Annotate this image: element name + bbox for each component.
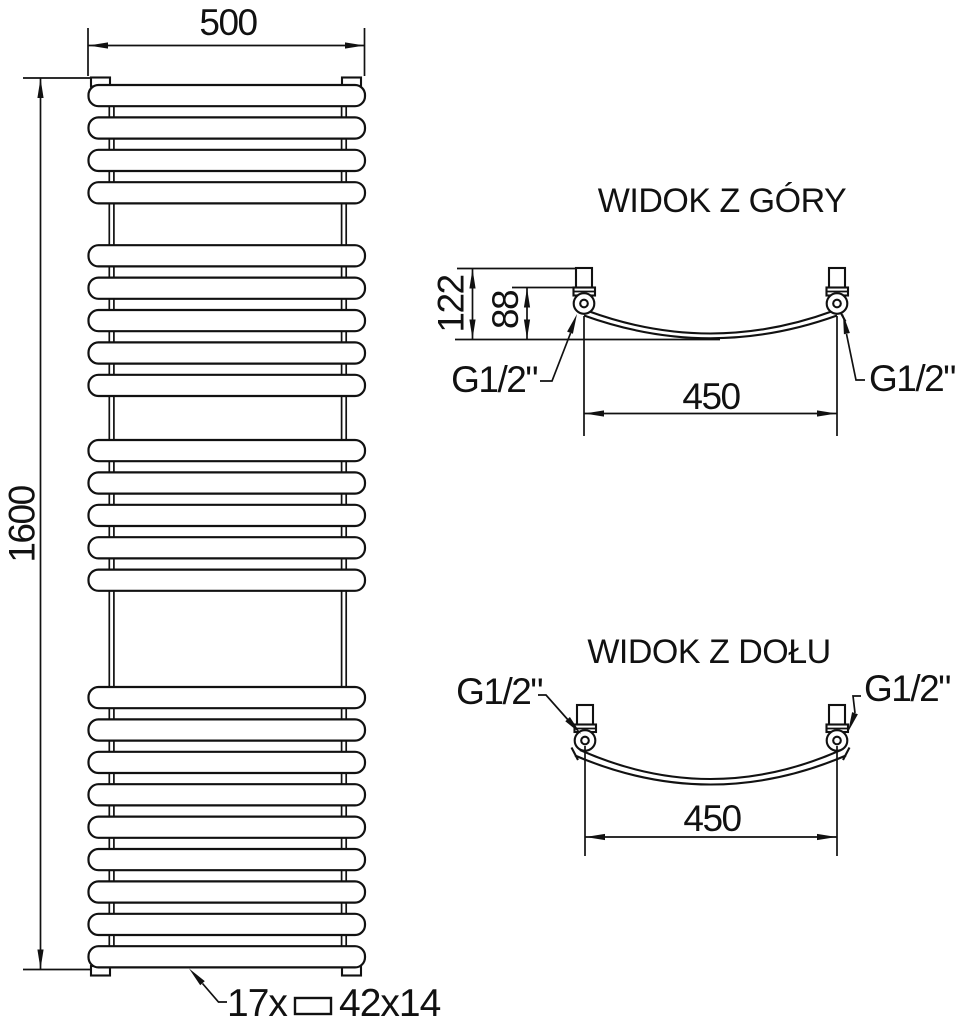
radiator-tube xyxy=(87,536,367,560)
arrowhead-icon xyxy=(523,319,531,339)
span-dim-text: 450 xyxy=(682,376,740,417)
tube-curve-line xyxy=(579,749,842,780)
arrowhead-icon xyxy=(817,410,837,417)
wall-bracket xyxy=(575,703,595,727)
radiator-tube xyxy=(87,244,367,268)
tube-count-text: 17x xyxy=(227,982,288,1024)
right-fitting-bottom xyxy=(825,703,850,752)
radiator-tube xyxy=(87,945,367,969)
radiator-tube xyxy=(87,341,367,365)
radiator-tube xyxy=(87,276,367,300)
arrowhead-icon xyxy=(345,42,365,49)
bottom-view: WIDOK Z DOŁU G1/2" xyxy=(456,633,952,856)
radiator-tube xyxy=(87,181,367,205)
arrowhead-icon xyxy=(523,288,531,308)
leader-line xyxy=(201,982,227,1003)
radiator-tube xyxy=(87,750,367,775)
arrowhead-icon xyxy=(567,314,577,334)
dim-axis-88: 88 xyxy=(485,286,575,339)
connection-size-text: G1/2" xyxy=(864,668,950,709)
leader-line xyxy=(845,333,865,381)
connection-size-text: G1/2" xyxy=(456,671,542,712)
tube-curve-line xyxy=(574,754,847,786)
radiator-tube xyxy=(87,718,367,742)
wall-bracket xyxy=(827,703,847,727)
tube-end-cap xyxy=(842,747,851,761)
connection-circle-inner xyxy=(579,298,589,309)
radiator-tube xyxy=(87,471,367,495)
right-connection-label-top: G1/2" xyxy=(843,314,957,399)
dim-span-450-bottom: 450 xyxy=(584,746,838,856)
depth-dim-text: 122 xyxy=(431,275,472,332)
span-dim-text: 450 xyxy=(683,798,741,839)
arrowhead-icon xyxy=(88,42,108,49)
left-fitting-bottom xyxy=(573,703,598,752)
arrowhead-icon xyxy=(817,833,837,841)
arrowhead-icon xyxy=(843,314,850,335)
arrowhead-icon xyxy=(37,949,44,969)
arrowhead-icon xyxy=(848,712,858,732)
radiator-tube xyxy=(87,912,367,937)
arrowhead-icon xyxy=(469,319,476,339)
top-view: WIDOK Z GÓRY xyxy=(431,182,957,436)
tube-curve-line xyxy=(583,314,838,340)
rect-profile-symbol-icon xyxy=(293,996,333,1016)
tube-profile-label: 17x 42x14 xyxy=(189,968,442,1024)
leader-line xyxy=(852,695,861,714)
bottom-view-title: WIDOK Z DOŁU xyxy=(587,633,830,671)
wall-bracket xyxy=(574,266,594,290)
dim-span-450-top: 450 xyxy=(583,316,838,436)
height-dim-text: 1600 xyxy=(2,485,43,562)
radiator-tube xyxy=(87,815,367,839)
leader-line xyxy=(538,694,570,722)
wall-bracket xyxy=(827,266,847,290)
left-connection-label-bottom: G1/2" xyxy=(456,671,581,734)
arrowhead-icon xyxy=(585,833,605,841)
arrowhead-icon xyxy=(189,968,205,986)
width-dim-text: 500 xyxy=(199,2,257,43)
dim-width-500: 500 xyxy=(87,2,366,76)
left-connection-label-top: G1/2" xyxy=(451,314,577,400)
radiator-tube xyxy=(87,568,367,592)
top-view-title: WIDOK Z GÓRY xyxy=(598,182,846,220)
arrowhead-icon xyxy=(37,78,44,98)
radiator-tube xyxy=(87,503,367,528)
radiator-tube xyxy=(87,116,367,140)
tube-end-cap xyxy=(570,747,579,761)
right-connection-label-bottom: G1/2" xyxy=(848,668,952,732)
curved-tube-bottom xyxy=(570,747,851,786)
leader-line xyxy=(540,332,572,382)
radiator-tube xyxy=(87,148,367,173)
radiator-tube xyxy=(87,880,367,904)
radiator-tube xyxy=(87,83,367,108)
radiator-tube xyxy=(87,308,367,333)
axis-dim-text: 88 xyxy=(485,291,526,329)
connection-circle-inner xyxy=(832,298,842,309)
arrowhead-icon xyxy=(565,717,581,734)
front-view: 500 1600 17x 42x14 xyxy=(2,2,442,1024)
radiator-tube xyxy=(87,847,367,872)
right-fitting-top xyxy=(825,266,850,315)
radiator-tube xyxy=(87,783,367,807)
dim-depth-122: 122 xyxy=(431,267,575,339)
connection-size-text: G1/2" xyxy=(869,358,955,399)
radiator-bars xyxy=(87,83,367,969)
dim-height-1600: 1600 xyxy=(2,77,90,971)
connection-circle-inner xyxy=(832,735,842,746)
connection-size-text: G1/2" xyxy=(451,359,537,400)
arrowhead-icon xyxy=(584,410,604,417)
radiator-tube xyxy=(87,438,367,463)
curved-tube-top xyxy=(455,308,847,341)
radiator-tube xyxy=(87,373,367,398)
arrowhead-icon xyxy=(469,269,476,289)
connection-circle-inner xyxy=(580,735,590,746)
tube-profile-text: 42x14 xyxy=(339,982,441,1024)
tube-curve-line xyxy=(587,310,834,335)
left-fitting-top xyxy=(572,266,597,315)
radiator-tube xyxy=(87,685,367,710)
